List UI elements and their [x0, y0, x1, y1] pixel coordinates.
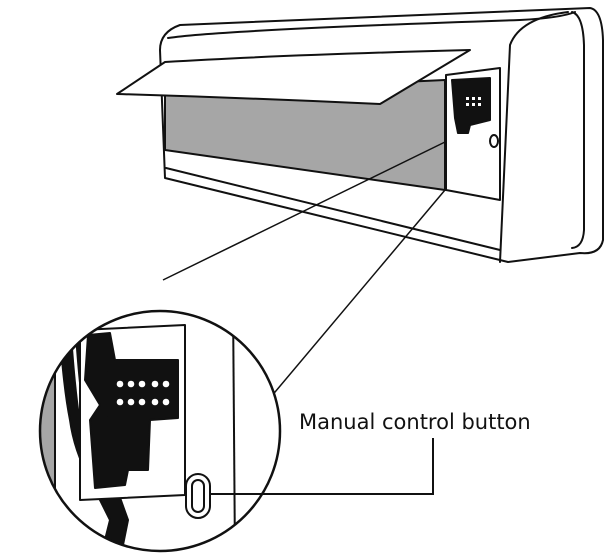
magnified-frame-edge: [232, 311, 236, 551]
unit-end-cap: [571, 11, 585, 249]
callout-label-manual-control-button: Manual control button: [299, 410, 531, 434]
magnified-socket: [107, 371, 177, 417]
unit-top-edge: [167, 11, 576, 39]
magnified-panel-gray: [40, 311, 56, 551]
callout: Manual control button: [210, 410, 531, 495]
unit-front-corner: [499, 11, 569, 263]
magnified-socket-holes: [116, 380, 170, 406]
control-board-small: [451, 77, 491, 134]
magnified-detail: [38, 309, 282, 553]
callout-leader: [210, 438, 434, 495]
indoor-unit: [116, 7, 604, 263]
leader-line-bottom: [269, 189, 446, 399]
manual-control-button-small: [489, 134, 499, 148]
unit-bottom-lip: [165, 167, 501, 251]
front-flap: [116, 49, 471, 105]
magnifier-ring: [38, 309, 282, 553]
control-board-small-holes: [466, 97, 481, 106]
magnifier-leaders: [162, 141, 446, 399]
manual-control-button: [185, 473, 211, 519]
leader-line-top: [162, 141, 446, 281]
